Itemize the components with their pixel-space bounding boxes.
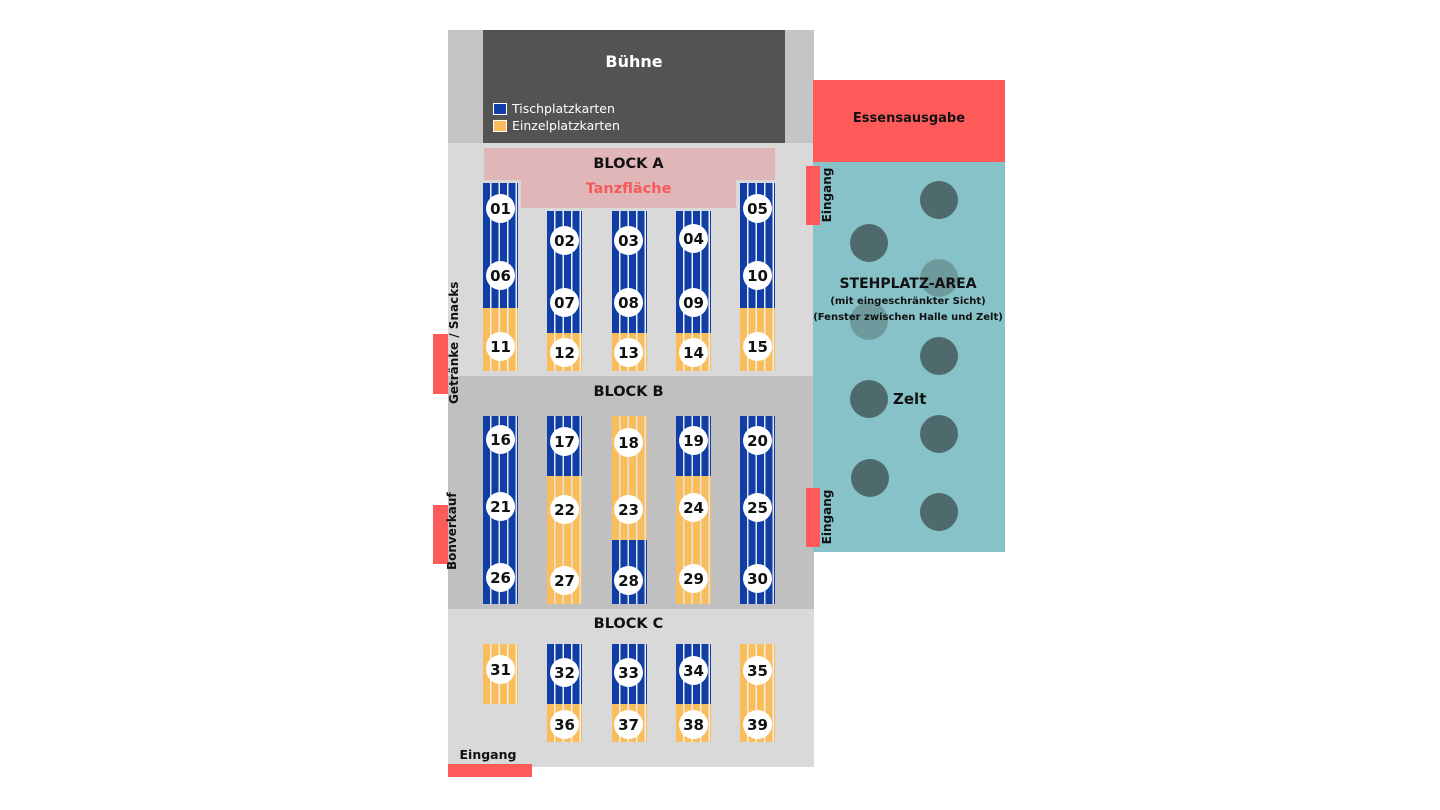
table-number[interactable]: 16 (486, 425, 515, 454)
table-number[interactable]: 25 (743, 493, 772, 522)
table-number[interactable]: 07 (550, 288, 579, 317)
table-number[interactable]: 38 (679, 710, 708, 739)
tent-pillar (850, 224, 888, 262)
table-number[interactable]: 10 (743, 261, 772, 290)
main-entrance-marker (448, 764, 532, 777)
table-number[interactable]: 04 (679, 224, 708, 253)
drinks-counter-label: Getränke / Snacks (447, 281, 461, 404)
main-entrance-label: Eingang (459, 747, 517, 762)
table-number[interactable]: 26 (486, 563, 515, 592)
standing-area-note: (mit eingeschränkter Sicht) (830, 296, 986, 307)
tent-pillar (920, 415, 958, 453)
table-number[interactable]: 01 (486, 194, 515, 223)
stage (483, 30, 785, 143)
table-number[interactable]: 27 (550, 566, 579, 595)
table-number[interactable]: 30 (743, 564, 772, 593)
table-number[interactable]: 31 (486, 655, 515, 684)
table-number[interactable]: 05 (743, 194, 772, 223)
tent-entrance-top-label: Eingang (820, 167, 834, 223)
block-b-label: BLOCK B (593, 384, 664, 400)
table-number[interactable]: 29 (679, 564, 708, 593)
table-number[interactable]: 23 (614, 495, 643, 524)
tent-pillar (850, 380, 888, 418)
table-number[interactable]: 13 (614, 338, 643, 367)
table-number[interactable]: 12 (550, 338, 579, 367)
tent-pillar (851, 459, 889, 497)
tent-pillar (920, 181, 958, 219)
block-c-label: BLOCK C (593, 616, 664, 632)
tent-entrance-top-marker (806, 166, 820, 225)
table-number[interactable]: 35 (743, 656, 772, 685)
legend-item-single-tickets: Einzelplatzkarten (493, 118, 620, 133)
table-number[interactable]: 14 (679, 338, 708, 367)
dancefloor-label: Tanzfläche (585, 181, 672, 197)
standing-area-title: STEHPLATZ-AREA (839, 276, 977, 292)
block-a-label: BLOCK A (593, 156, 664, 172)
table-number[interactable]: 02 (550, 226, 579, 255)
table-number[interactable]: 37 (614, 710, 643, 739)
legend-swatch-single (493, 119, 507, 132)
table-number[interactable]: 33 (614, 658, 643, 687)
table-number[interactable]: 03 (614, 226, 643, 255)
tent-pillar (920, 259, 958, 297)
table-number[interactable]: 18 (614, 428, 643, 457)
table-number[interactable]: 24 (679, 493, 708, 522)
legend-item-table-tickets: Tischplatzkarten (493, 101, 615, 116)
table-number[interactable]: 15 (743, 332, 772, 361)
table-number[interactable]: 34 (679, 656, 708, 685)
legend-label: Tischplatzkarten (512, 101, 615, 116)
food-counter (813, 80, 1005, 162)
table-number[interactable]: 36 (550, 710, 579, 739)
table-number[interactable]: 32 (550, 658, 579, 687)
table-number[interactable]: 21 (486, 492, 515, 521)
table-number[interactable]: 39 (743, 710, 772, 739)
dancefloor-top (484, 148, 775, 180)
tent-area (813, 162, 1005, 552)
tent-pillar (920, 493, 958, 531)
stage-side-left (448, 30, 483, 143)
table-number[interactable]: 17 (550, 427, 579, 456)
tent-pillar (850, 302, 888, 340)
tent-entrance-bottom-label: Eingang (820, 489, 834, 545)
table-number[interactable]: 08 (614, 288, 643, 317)
tent-label: Zelt (893, 390, 927, 408)
voucher-counter-marker (433, 505, 448, 564)
standing-area-note: (Fenster zwischen Halle und Zelt) (813, 312, 1003, 323)
dancefloor-bottom (521, 180, 736, 208)
stage-side-right (785, 30, 814, 143)
table-number[interactable]: 20 (743, 426, 772, 455)
table-number[interactable]: 06 (486, 261, 515, 290)
food-counter-label: Essensausgabe (852, 111, 966, 126)
voucher-counter-label: Bonverkauf (445, 492, 459, 570)
legend-swatch-table (493, 102, 507, 115)
legend-label: Einzelplatzkarten (512, 118, 620, 133)
stage-title: Bühne (605, 52, 663, 71)
tent-entrance-bottom-marker (806, 488, 820, 547)
table-number[interactable]: 22 (550, 495, 579, 524)
drinks-counter-marker (433, 334, 448, 394)
table-number[interactable]: 28 (614, 566, 643, 595)
tent-pillar (920, 337, 958, 375)
table-number[interactable]: 09 (679, 288, 708, 317)
table-number[interactable]: 19 (679, 426, 708, 455)
table-number[interactable]: 11 (486, 332, 515, 361)
